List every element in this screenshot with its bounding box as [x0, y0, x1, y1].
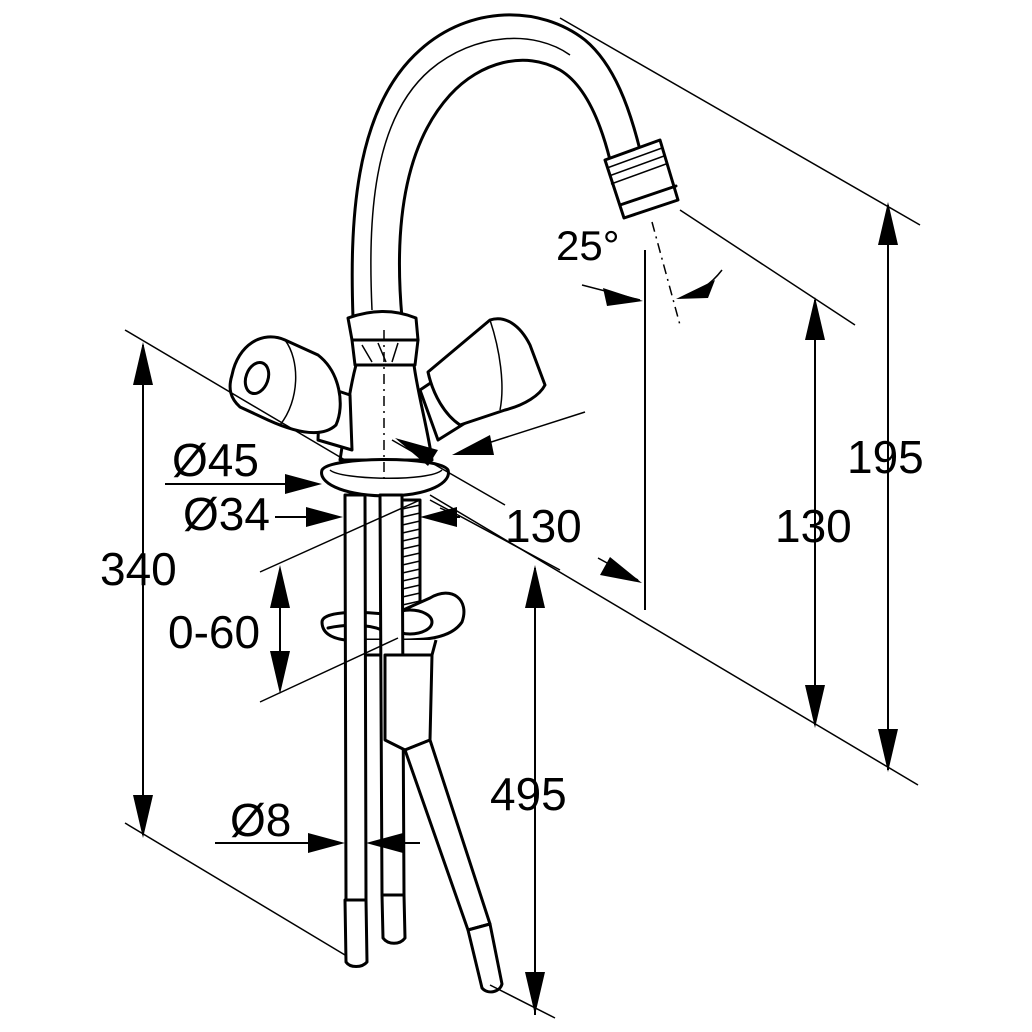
dimension-labels: 340 195 130 130 Ø45 Ø34 0-60 495 Ø8 25° — [100, 222, 924, 846]
label-spout-angle: 25° — [556, 222, 620, 269]
label-deck-thickness: 0-60 — [168, 606, 260, 658]
spout-gooseneck — [350, 13, 642, 320]
label-hose-length: 495 — [490, 768, 567, 820]
label-spout-height: 195 — [847, 431, 924, 483]
label-hose-diameter: Ø8 — [230, 794, 291, 846]
faucet-body — [228, 13, 680, 994]
aerator — [603, 138, 680, 220]
label-body-diameter: Ø34 — [183, 488, 270, 540]
spout-collar — [346, 310, 420, 367]
supply-hoses — [343, 493, 504, 994]
dimension-lines — [124, 17, 921, 1019]
label-outlet-height: 130 — [775, 500, 852, 552]
spout-highlight — [370, 37, 571, 311]
label-spout-reach: 130 — [505, 500, 582, 552]
label-total-height: 340 — [100, 543, 177, 595]
label-flange-diameter: Ø45 — [172, 434, 259, 486]
right-handle — [418, 317, 547, 442]
